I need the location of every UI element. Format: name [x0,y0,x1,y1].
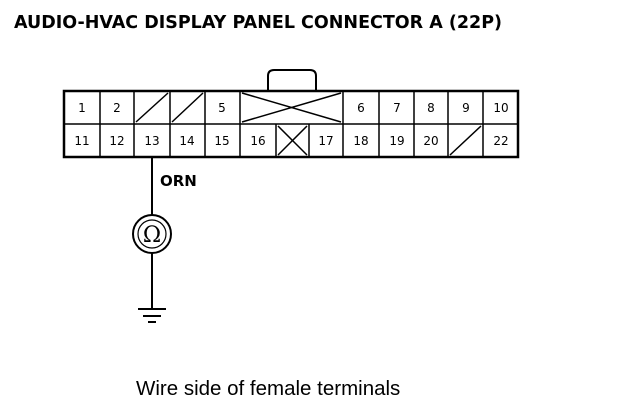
pin-15: 15 [214,134,229,148]
pin-10: 10 [493,101,508,115]
unused-cavity-4 [171,92,204,123]
wire-color-label: ORN [160,172,197,190]
pin-16: 16 [250,134,265,148]
connector-lock-tab [267,69,317,92]
pin-11: 11 [74,134,89,148]
pin-8: 8 [427,101,435,115]
bottom-row-dividers [99,124,484,157]
pin-2: 2 [113,101,121,115]
unused-cavity-wide [241,92,342,123]
pin-9: 9 [462,101,470,115]
pin-22: 22 [493,134,508,148]
pin-20: 20 [423,134,438,148]
pin-14: 14 [179,134,194,148]
pin-6: 6 [357,101,365,115]
pin-19: 19 [389,134,404,148]
pin-5: 5 [218,101,226,115]
diagram-caption: Wire side of female terminals [136,377,401,400]
pin-13: 13 [144,134,159,148]
pin-18: 18 [353,134,368,148]
ohm-symbol: Ω [143,223,161,248]
pin-1: 1 [78,101,86,115]
pin-12: 12 [109,134,124,148]
unused-cavity-21 [449,125,482,156]
pin-7: 7 [393,101,401,115]
pin-17: 17 [318,134,333,148]
ohmmeter-icon: Ω [132,214,172,254]
unused-cavity-x [277,125,308,156]
diagram-title: AUDIO-HVAC DISPLAY PANEL CONNECTOR A (22… [14,13,503,33]
unused-cavity-3 [135,92,169,123]
top-row-dividers [99,91,484,124]
ground-icon [138,308,166,323]
